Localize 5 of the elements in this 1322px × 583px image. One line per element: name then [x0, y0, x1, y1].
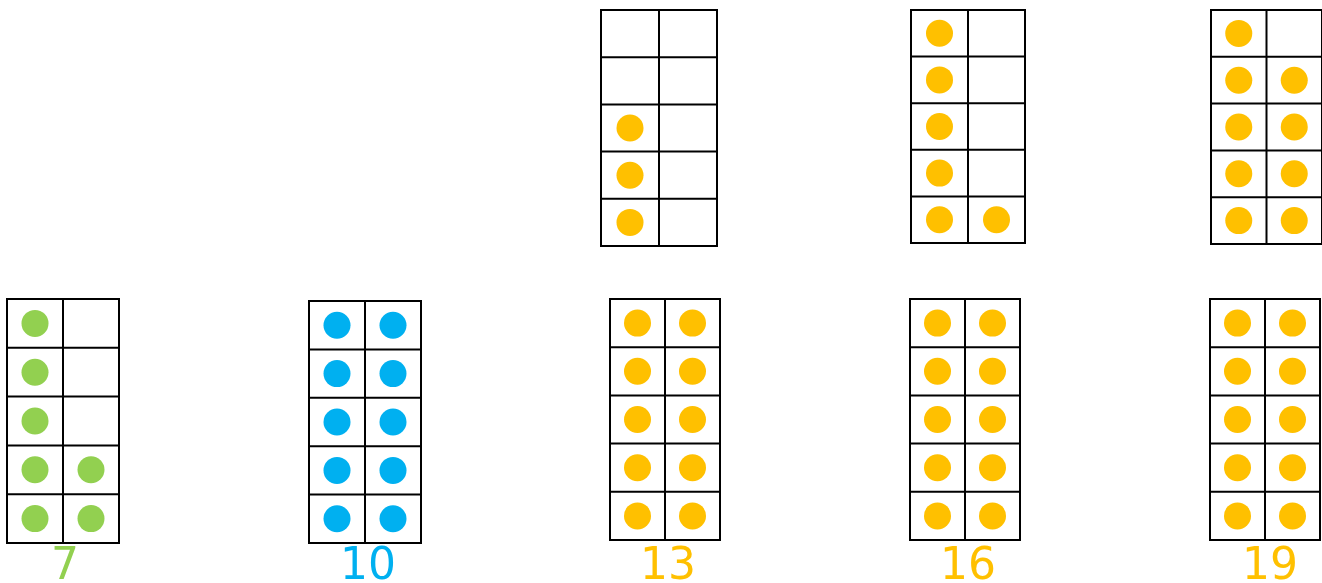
number-label: 19 [1242, 542, 1298, 583]
number-label: 10 [340, 542, 396, 583]
number-label: 13 [640, 542, 696, 583]
number-label: 7 [51, 542, 79, 583]
number-label: 16 [940, 542, 996, 583]
